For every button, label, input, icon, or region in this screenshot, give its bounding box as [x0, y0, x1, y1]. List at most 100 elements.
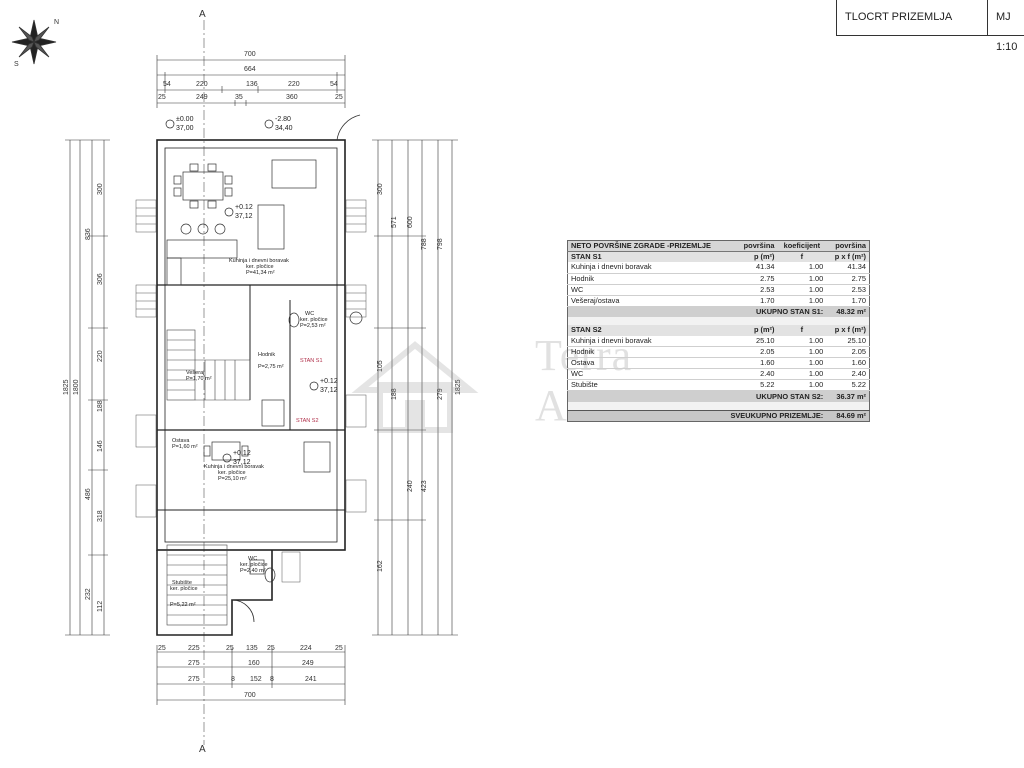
s2-row-2-pf: 1.60 [826, 357, 870, 370]
dim-left-a0: 300 [97, 183, 104, 195]
level-markers: ±0.00 37,00 -2.80 34,40 +0.12 37,12 +0.1… [165, 116, 338, 466]
dim-left-b0: 836 [85, 228, 92, 240]
room-0-name: Kuhinja i dnevni boravak [229, 258, 289, 264]
dim-right-a6: 162 [377, 560, 384, 572]
dim-right-b1: 788 [421, 238, 428, 250]
dim-bot-a2: 25 [226, 645, 234, 652]
s2-row-4-pf: 5.22 [826, 379, 870, 392]
unit-label-s2: STAN S2 [296, 418, 319, 424]
scale-box: MJ 1:10 [987, 0, 1024, 53]
s1-row-2-room: WC [567, 284, 736, 296]
bottom-dimensions [156, 645, 346, 705]
s2-row-0-room: Kuhinja i dnevni boravak [567, 335, 736, 347]
room-6-note: ker. pločice [240, 562, 268, 568]
area-table-title: NETO POVRŠINE ZGRADE -PRIZEMLJE [567, 240, 736, 253]
dim-top-inner: 664 [244, 66, 256, 73]
compass-rose-icon: S N [11, 19, 59, 68]
room-0-area: P=41,34 m² [246, 270, 275, 276]
s1-total-label: UKUPNO STAN S1: [567, 306, 827, 318]
s1-row-3-f: 1.00 [777, 295, 827, 308]
s2-row-0-f: 1.00 [777, 335, 827, 347]
s1-row-1-p: 2.75 [735, 273, 778, 285]
room-7-name: Stubište [172, 580, 192, 586]
dim-top-b1: 249 [196, 94, 208, 101]
s2-row-1-room: Hodnik [567, 346, 736, 358]
dim-left-a4: 146 [97, 440, 104, 452]
s1-row-3-pf: 1.70 [826, 295, 870, 308]
dim-right-a3: 188 [391, 388, 398, 400]
sheet-title-box: TLOCRT PRIZEMLJA [836, 0, 988, 36]
table-spacer [567, 401, 870, 411]
dim-right-a1: 571 [391, 216, 398, 228]
area-table-col2: koeficijent [777, 240, 827, 253]
s2-col-p: p (m²) [735, 325, 778, 336]
s1-row-0-f: 1.00 [777, 262, 827, 274]
dim-left-a1: 306 [97, 273, 104, 285]
dim-bot-b1: 160 [248, 660, 260, 667]
s2-row-4-p: 5.22 [735, 379, 778, 392]
stairs-lower [166, 544, 228, 626]
s1-row-3-room: Vešeraj/ostava [567, 295, 736, 308]
s2-row-3-room: WC [567, 368, 736, 381]
unit-label-s1: STAN S1 [300, 358, 323, 364]
sofa [257, 159, 317, 250]
dim-right-b0: 600 [407, 216, 414, 228]
top-dimensions [156, 55, 346, 108]
s2-row-3-p: 2.40 [735, 368, 778, 381]
room-5-note: ker. pločice [218, 470, 246, 476]
room-5-area: P=25,10 m² [218, 476, 247, 482]
level-1-label: -2.80 [275, 116, 291, 123]
dim-right-a5: 423 [421, 480, 428, 492]
s2-row-2-p: 1.60 [735, 357, 778, 370]
s2-col-f: f [777, 325, 827, 336]
room-7-area: P=5,22 m² [170, 602, 196, 608]
dim-right-b3: 798 [437, 238, 444, 250]
dim-right-a2: 105 [377, 360, 384, 372]
dim-right-b2: 279 [437, 388, 444, 400]
dim-top-a2: 136 [246, 81, 258, 88]
dim-right-a4: 240 [407, 480, 414, 492]
dim-bot-a0: 25 [158, 645, 166, 652]
s1-name: STAN S1 [567, 251, 736, 263]
dim-left-a2: 220 [97, 350, 104, 362]
compass-s: S [14, 61, 19, 68]
level-2-label: +0.12 [235, 204, 253, 211]
door-arc [231, 599, 255, 623]
dim-top-a1: 220 [196, 81, 208, 88]
compass-n: N [54, 19, 59, 26]
s1-total-value: 48.32 m² [826, 306, 870, 318]
table-row: Stubište 5.22 1.00 5.22 [567, 379, 870, 392]
table-row: Ostava 1.60 1.00 1.60 [567, 357, 870, 370]
s1-col-pf: p x f (m²) [826, 251, 870, 263]
s1-header: STAN S1 p (m²) f p x f (m²) [567, 251, 870, 263]
room-6-name: WC [248, 556, 257, 562]
s1-row-1-room: Hodnik [567, 273, 736, 285]
s2-row-0-pf: 25.10 [826, 335, 870, 347]
s2-total-label: UKUPNO STAN S2: [567, 390, 827, 402]
dim-bot-c1: 8 [231, 676, 235, 683]
s1-total-row: UKUPNO STAN S1: 48.32 m² [567, 306, 870, 318]
s1-col-f: f [777, 251, 827, 263]
dim-right-total: 1825 [455, 379, 462, 395]
s2-col-pf: p x f (m²) [826, 325, 870, 336]
level-4-value: 37,12 [233, 459, 251, 466]
s1-row-0-room: Kuhinja i dnevni boravak [567, 262, 736, 274]
dim-left-total: 1825 [63, 379, 70, 395]
dim-left-a7: 232 [85, 588, 92, 600]
room-2-area: P=2,75 m² [258, 364, 284, 370]
dim-bot-c2: 152 [250, 676, 262, 683]
s2-name: STAN S2 [567, 325, 736, 336]
dim-bot-c0: 275 [188, 676, 200, 683]
dim-bot-c4: 241 [305, 676, 317, 683]
dim-top-b2: 35 [235, 94, 243, 101]
table-row: Hodnik 2.75 1.00 2.75 [567, 273, 870, 285]
room-2-name: Hodnik [258, 352, 275, 358]
area-table-col1: površina [735, 240, 778, 253]
s1-row-0-p: 41.34 [735, 262, 778, 274]
dim-left-sub: 1800 [73, 379, 80, 395]
grand-total-row: SVEUKUPNO PRIZEMLJE: 84.69 m² [567, 409, 870, 422]
dim-top-b4: 25 [335, 94, 343, 101]
windows [135, 199, 367, 583]
s2-row-4-room: Stubište [567, 379, 736, 392]
s2-total-row: UKUPNO STAN S2: 36.37 m² [567, 390, 870, 402]
